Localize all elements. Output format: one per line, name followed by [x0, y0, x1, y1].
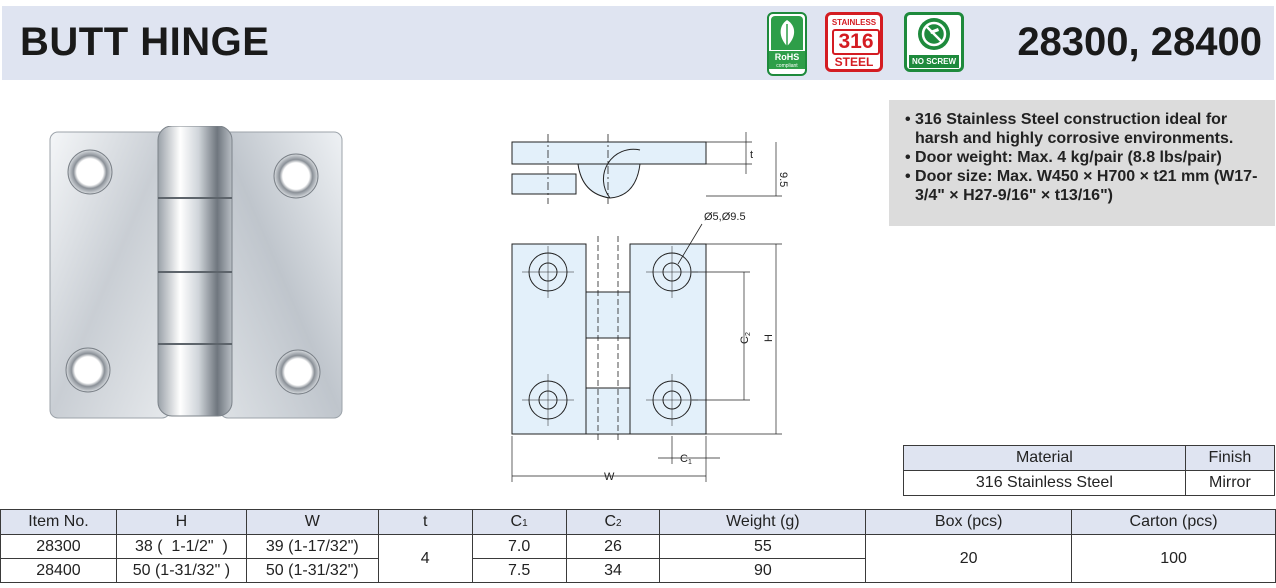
grade-label: 316 — [832, 29, 880, 55]
c2-header: C2 — [565, 509, 661, 535]
w-dim-label: W — [604, 471, 615, 483]
side-view: t 9.5 — [511, 132, 789, 204]
front-view: Ø5,Ø9.5 H C2 C1 W — [511, 211, 782, 483]
rohs-badge: RoHS compliant — [767, 12, 807, 76]
weight-header: Weight (g) — [659, 509, 867, 535]
material-cell: 316 Stainless Steel — [903, 470, 1186, 496]
header-band: BUTT HINGE RoHS compliant STAINLESS 316 … — [2, 6, 1274, 80]
leaf-icon — [771, 16, 803, 50]
w-cell: 50 (1-31/32") — [245, 558, 379, 583]
spec-table: Item No. H W t C1 C2 Weight (g) Box (pcs… — [0, 509, 1276, 583]
c1-dim-label: C1 — [680, 453, 692, 466]
material-table: Material Finish 316 Stainless Steel Mirr… — [903, 445, 1276, 496]
no-screw-label: NO SCREW — [909, 55, 959, 68]
item-header: Item No. — [0, 509, 117, 535]
c1-cell: 7.0 — [471, 534, 567, 559]
rohs-sub: compliant — [776, 63, 798, 69]
feature-item: • 316 Stainless Steel construction ideal… — [905, 111, 1234, 147]
feature-item: • Door weight: Max. 4 kg/pair (8.8 lbs/p… — [905, 149, 1222, 166]
finish-header: Finish — [1184, 445, 1276, 471]
weight-cell: 55 — [659, 534, 867, 559]
w-header: W — [245, 509, 379, 535]
carton-header: Carton (pcs) — [1071, 509, 1276, 535]
stainless-label: STAINLESS — [831, 18, 877, 27]
steel-label: STEEL — [834, 55, 874, 69]
rohs-label: RoHS — [769, 51, 805, 69]
thickness-label: 9.5 — [777, 172, 789, 187]
table-row: 28300 38 ( 1-1/2" ) 39 (1-17/32") 4 7.0 … — [0, 534, 1276, 583]
h-cell: 50 (1-31/32" ) — [115, 558, 247, 583]
item-cell: 28400 — [0, 558, 117, 583]
c2-dim-label: C2 — [739, 332, 752, 344]
technical-drawing: t 9.5 Ø5, — [500, 120, 800, 495]
box-header: Box (pcs) — [865, 509, 1073, 535]
feature-item: • Door size: Max. W450 × H700 × t21 mm (… — [905, 168, 1258, 204]
stainless-316-badge: STAINLESS 316 STEEL — [825, 12, 883, 72]
h-cell: 38 ( 1-1/2" ) — [115, 534, 247, 559]
no-screw-icon — [918, 18, 950, 50]
t-dim-label: t — [750, 149, 753, 161]
w-cell: 39 (1-17/32") — [245, 534, 379, 559]
material-header: Material — [903, 445, 1186, 471]
c1-header: C1 — [471, 509, 567, 535]
weight-cell: 90 — [659, 558, 867, 583]
no-screw-badge: NO SCREW — [904, 12, 964, 72]
c2-cell: 34 — [565, 558, 661, 583]
c1-cell: 7.5 — [471, 558, 567, 583]
hinge-photo — [46, 125, 346, 427]
carton-cell: 100 — [1071, 534, 1276, 583]
t-header: t — [377, 509, 473, 535]
t-cell: 4 — [377, 534, 473, 583]
table-row: 28400 50 (1-31/32" ) 50 (1-31/32") 7.5 3… — [0, 558, 1276, 583]
h-header: H — [115, 509, 247, 535]
hole-dim-label: Ø5,Ø9.5 — [704, 211, 746, 223]
model-numbers: 28300, 28400 — [1017, 20, 1262, 64]
item-cell: 28300 — [0, 534, 117, 559]
h-dim-label: H — [763, 334, 775, 342]
finish-cell: Mirror — [1184, 470, 1276, 496]
c2-cell: 26 — [565, 534, 661, 559]
features-box: • 316 Stainless Steel construction ideal… — [889, 100, 1275, 226]
page-title: BUTT HINGE — [20, 20, 270, 64]
box-cell: 20 — [865, 534, 1073, 583]
